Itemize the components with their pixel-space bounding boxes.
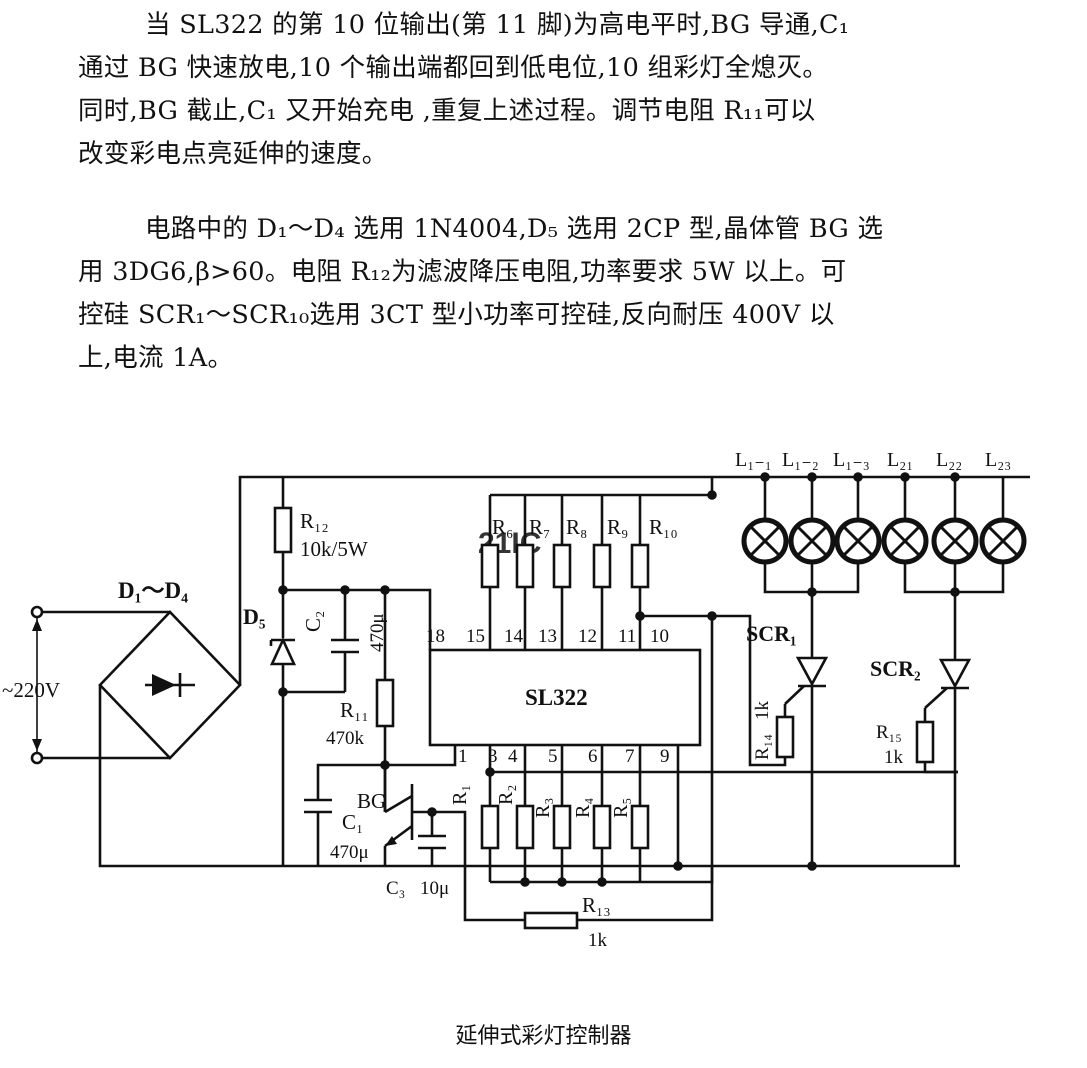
- text-line: 电路中的 D₁～D₄ 选用 1N4004,D₅ 选用 2CP 型,晶体管 BG …: [145, 214, 884, 244]
- resistor-r13: R₁₃ 1k: [523, 614, 714, 951]
- paragraph-components: 电路中的 D₁～D₄ 选用 1N4004,D₅ 选用 2CP 型,晶体管 BG …: [78, 208, 1008, 380]
- bg-label: BG: [357, 789, 386, 813]
- r11-value: 470k: [326, 728, 365, 749]
- top-pin-numbers: 18 15 14 13 12 11 10: [426, 626, 669, 647]
- lamp-label-l2-3: L₂₃: [985, 449, 1011, 471]
- r6-label: R₆: [492, 515, 513, 539]
- zener-d5: D₅: [243, 590, 297, 866]
- lamp-label-l1-1: L₁₋₁: [735, 449, 772, 471]
- r7-label: R₇: [529, 515, 550, 539]
- c2-value: 470μ: [367, 613, 388, 652]
- r4-label: R₄: [572, 798, 594, 818]
- lamp-label-l1-3: L₁₋₃: [833, 449, 870, 471]
- capacitor-c1: C₁ 470μ: [304, 745, 457, 866]
- lamp-icon: [741, 517, 789, 565]
- text-line: 用 3DG6,β>60。电阻 R₁₂为滤波降压电阻,功率要求 5W 以上。可: [78, 257, 847, 287]
- scr1-label: SCR₁: [746, 621, 797, 646]
- r2-label: R₂: [495, 785, 517, 805]
- circuit-schematic: 21IC ~220V D₁～D₄ R₁₂ 10k/5W D₅: [2, 449, 1030, 951]
- pin-5: 5: [548, 746, 558, 767]
- text-line: 控硅 SCR₁～SCR₁₀选用 3CT 型小功率可控硅,反向耐压 400V 以: [78, 300, 835, 330]
- ic-sl322: SL322: [428, 648, 702, 747]
- bridge-label: D₁～D₄: [118, 578, 188, 603]
- lamp-icon: [979, 517, 1027, 565]
- bottom-resistor-bank: R₁ R₂ R₃ R₄ R₅: [449, 745, 714, 887]
- resistor-r12: R₁₂ 10k/5W: [273, 477, 368, 590]
- text-line: 改变彩电点亮延伸的速度。: [78, 139, 388, 169]
- pin-4: 4: [508, 746, 518, 767]
- pin-11: 11: [618, 626, 636, 647]
- pin-3: 3: [488, 746, 498, 767]
- pin-10: 10: [650, 626, 669, 647]
- capacitor-c3: C₃ 10μ: [386, 807, 525, 922]
- r1-label: R₁: [449, 785, 471, 805]
- c2-name: C₂: [301, 611, 325, 632]
- pin-18: 18: [426, 626, 445, 647]
- lamp-icon: [788, 517, 836, 565]
- pin-9: 9: [660, 746, 670, 767]
- thyristor-scr1: SCR₁ R₁₄ 1k: [707, 592, 829, 871]
- thyristor-scr2: SCR₂ R₁₅ 1k: [870, 592, 972, 866]
- text-line: 上,电流 1A。: [78, 343, 234, 373]
- pin-12: 12: [578, 626, 597, 647]
- top-resistor-bank: R₆ R₇ R₈ R₉ R₁₀: [480, 493, 712, 650]
- lamp-group-2: [881, 472, 1027, 597]
- capacitor-c2: C₂ 470μ: [278, 585, 388, 697]
- r5-label: R₅: [610, 798, 632, 818]
- ac-supply: ~220V: [2, 605, 170, 765]
- r8-label: R₈: [566, 515, 587, 539]
- lamp-icon: [931, 517, 979, 565]
- lamp-group-1: [741, 472, 882, 597]
- c1-name: C₁: [342, 810, 363, 834]
- pin-15: 15: [466, 626, 485, 647]
- pin-14: 14: [504, 626, 524, 647]
- r10-label: R₁₀: [649, 515, 678, 539]
- lamp-label-l2-2: L₂₂: [936, 449, 962, 471]
- lamp-label-l1-2: L₁₋₂: [782, 449, 819, 471]
- c3-name: C₃: [386, 878, 405, 899]
- r13-value: 1k: [588, 930, 608, 951]
- r13-name: R₁₃: [582, 893, 611, 917]
- pin-7: 7: [625, 746, 635, 767]
- bottom-pin-numbers: 1 3 4 5 6 7 9: [458, 746, 670, 767]
- r12-value: 10k/5W: [300, 537, 368, 561]
- r9-label: R₉: [607, 515, 628, 539]
- pin-13: 13: [538, 626, 557, 647]
- c3-value: 10μ: [420, 878, 449, 899]
- r15-value: 1k: [884, 747, 904, 768]
- r14-value: 1k: [752, 701, 773, 721]
- text-line: 同时,BG 截止,C₁ 又开始充电 ,重复上述过程。调节电阻 R₁₁可以: [78, 96, 816, 126]
- d5-label: D₅: [243, 604, 266, 629]
- ic-label: SL322: [525, 685, 588, 710]
- lamp-icon: [881, 517, 929, 565]
- lamp-labels: L₁₋₁ L₁₋₂ L₁₋₃ L₂₁ L₂₂ L₂₃: [735, 449, 1011, 471]
- r11-name: R₁₁: [340, 698, 369, 722]
- r14-name: R₁₄: [752, 734, 773, 760]
- paragraph-operation: 当 SL322 的第 10 位输出(第 11 脚)为高电平时,BG 导通,C₁ …: [78, 4, 1008, 176]
- text-line: 当 SL322 的第 10 位输出(第 11 脚)为高电平时,BG 导通,C₁: [145, 10, 850, 40]
- lamp-icon: [834, 517, 882, 565]
- r15-name: R₁₅: [876, 722, 902, 743]
- transistor-bg: BG: [357, 760, 432, 866]
- scr2-label: SCR₂: [870, 656, 921, 681]
- r12-name: R₁₂: [300, 509, 329, 533]
- r3-label: R₃: [532, 798, 554, 818]
- figure-caption: 延伸式彩灯控制器: [455, 1024, 632, 1049]
- bridge-rectifier: D₁～D₄: [98, 578, 242, 760]
- pin-1: 1: [458, 746, 468, 767]
- pin-6: 6: [588, 746, 598, 767]
- supply-label: ~220V: [2, 678, 60, 702]
- lamp-label-l2-1: L₂₁: [887, 449, 913, 471]
- c1-value: 470μ: [330, 842, 369, 863]
- text-line: 通过 BG 快速放电,10 个输出端都回到低电位,10 组彩灯全熄灭。: [78, 53, 829, 83]
